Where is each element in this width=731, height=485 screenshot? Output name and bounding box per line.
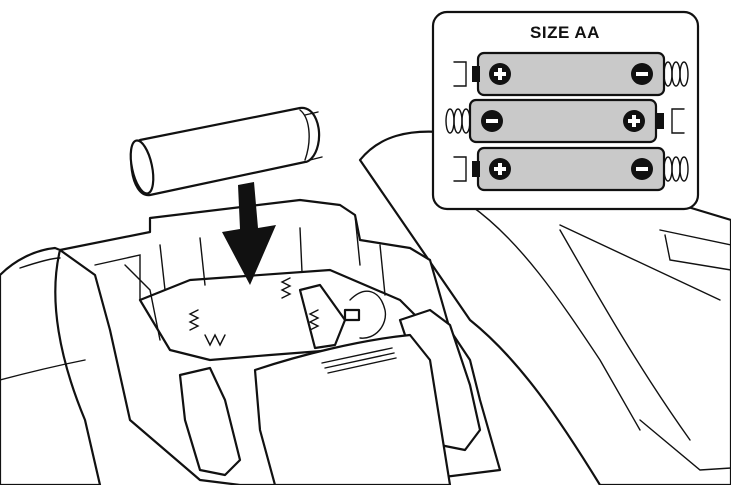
battery-row-1 <box>453 51 689 97</box>
compartment-spring-middle <box>280 277 292 299</box>
plus-terminal-icon <box>489 158 511 180</box>
spring-contact-icon <box>663 61 689 87</box>
battery-icon <box>129 106 323 197</box>
callout-title: SIZE AA <box>530 23 600 42</box>
minus-terminal-icon <box>631 158 653 180</box>
battery-orientation-callout: SIZE AA <box>431 10 700 211</box>
minus-terminal-icon <box>481 110 503 132</box>
minus-terminal-icon <box>631 63 653 85</box>
down-arrow-icon <box>222 182 276 285</box>
plus-terminal-icon <box>489 63 511 85</box>
spring-contact-icon <box>445 108 471 134</box>
device-body <box>0 130 731 485</box>
plus-terminal-icon <box>623 110 645 132</box>
compartment-spring-right <box>308 309 320 331</box>
battery-row-3 <box>453 146 689 192</box>
spring-contact-icon <box>663 156 689 182</box>
battery-compartment <box>58 198 502 485</box>
battery-row-2 <box>445 98 685 144</box>
compartment-spring-left <box>188 309 200 331</box>
